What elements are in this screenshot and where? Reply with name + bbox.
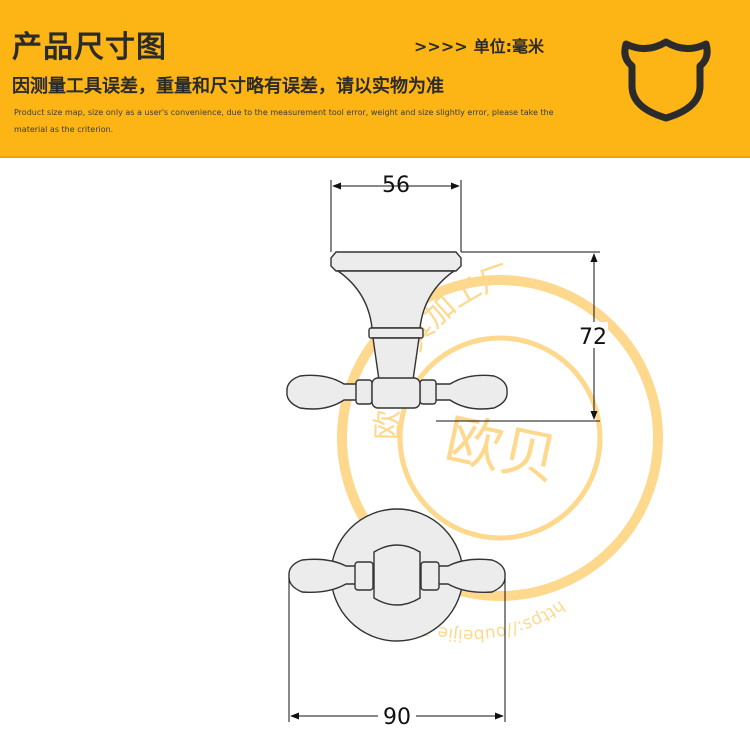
dimension-top-width xyxy=(330,180,462,252)
arrows-icon: >>>> xyxy=(414,37,468,56)
dimension-bottom-width-label: 90 xyxy=(383,705,411,730)
watermark-outer-ring xyxy=(337,275,663,601)
dimension-height-label: 72 xyxy=(579,325,607,350)
hook-side-view xyxy=(286,251,508,410)
unit-text: 单位:毫米 xyxy=(473,37,545,56)
watermark-inner-ring xyxy=(397,335,603,541)
disclaimer-cn: 因测量工具误差，重量和尺寸略有误差，请以实物为准 xyxy=(12,76,444,97)
header-banner: 产品尺寸图 >>>> 单位:毫米 因测量工具误差，重量和尺寸略有误差，请以实物为准… xyxy=(0,0,750,156)
dimension-bottom-width-label-bg xyxy=(378,703,416,729)
banner-divider xyxy=(0,156,750,158)
hook-front-view xyxy=(288,508,506,642)
shield-icon xyxy=(621,38,711,122)
unit-label: >>>> 单位:毫米 xyxy=(414,33,544,57)
page-title: 产品尺寸图 xyxy=(12,30,167,65)
watermark-center: 欧贝 xyxy=(440,407,563,494)
disclaimer-en: Product size map, size only as a user's … xyxy=(14,108,554,134)
dimension-top-width-label: 56 xyxy=(382,173,410,198)
dimension-height-label-bg xyxy=(578,322,608,348)
